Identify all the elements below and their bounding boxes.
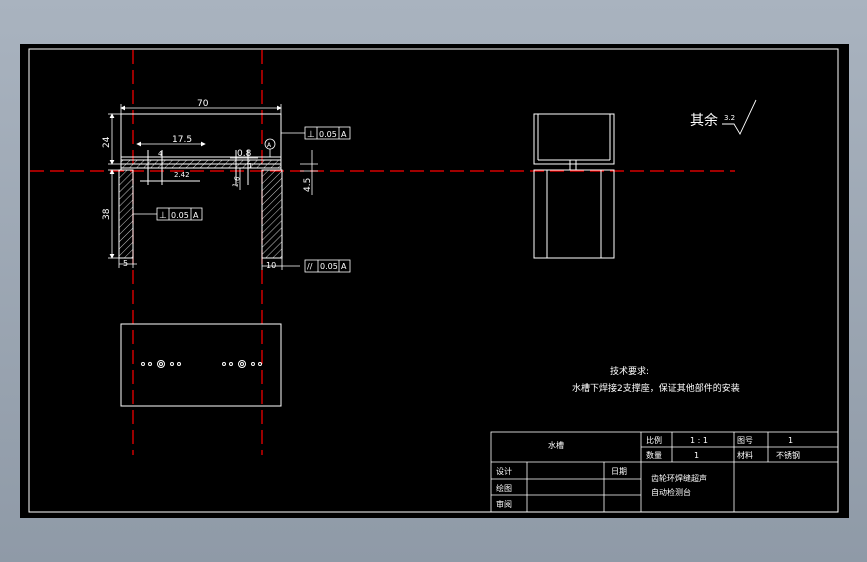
drawing-frame bbox=[28, 48, 839, 513]
top-view bbox=[120, 323, 282, 407]
tb-company-line1: 齿轮环焊缝超声 bbox=[651, 473, 707, 483]
tb-material-label: 材料 bbox=[737, 450, 753, 460]
svg-text:A: A bbox=[193, 211, 199, 220]
dim-1-6: 1.6 bbox=[231, 175, 242, 188]
svg-text:A: A bbox=[267, 142, 272, 149]
notes-line1: 水槽下焊接2支撑座，保证其他部件的安装 bbox=[572, 382, 740, 394]
bottom-plate-section bbox=[120, 159, 282, 169]
front-section-view bbox=[118, 113, 283, 259]
dim-2-42: 2.42 bbox=[174, 171, 190, 179]
tb-material-value: 不锈钢 bbox=[776, 450, 800, 460]
tb-scale-label: 比例 bbox=[646, 435, 662, 445]
tb-date-label: 日期 bbox=[611, 467, 627, 476]
title-block bbox=[490, 431, 839, 513]
svg-text:0.05: 0.05 bbox=[171, 211, 189, 220]
roughness-note: 其余 3.2 bbox=[690, 99, 757, 135]
side-view bbox=[533, 113, 615, 259]
svg-text:3.2: 3.2 bbox=[724, 114, 735, 122]
dim-4-5: 4.5 bbox=[303, 178, 313, 192]
tb-review-label: 审阅 bbox=[496, 499, 512, 509]
svg-text://: // bbox=[307, 262, 313, 271]
svg-text:⊥: ⊥ bbox=[307, 130, 315, 140]
tb-part-name: 水槽 bbox=[548, 440, 564, 450]
notes-title: 技术要求: bbox=[610, 365, 649, 377]
tb-company-line2: 自动检测台 bbox=[651, 487, 691, 497]
dim-17-5: 17.5 bbox=[172, 135, 192, 145]
technical-notes: 技术要求: 水槽下焊接2支撑座，保证其他部件的安装 bbox=[572, 365, 740, 394]
title-block-texts: 水槽 比例 1 : 1 图号 1 数量 1 材料 不锈钢 设计 绘图 审阅 日期… bbox=[496, 435, 800, 509]
left-wall-section bbox=[118, 169, 134, 259]
svg-text:⊥: ⊥ bbox=[159, 211, 167, 221]
tb-draw-label: 绘图 bbox=[496, 483, 512, 493]
svg-text:A: A bbox=[341, 262, 347, 271]
sheet-background bbox=[20, 44, 849, 518]
dim-width-70: 70 bbox=[197, 99, 209, 109]
tolerance-frame-left: ⊥ 0.05 A bbox=[133, 207, 203, 221]
dim-height-24: 24 bbox=[102, 136, 112, 148]
datum-marker: A bbox=[264, 138, 276, 157]
tb-design-label: 设计 bbox=[496, 466, 512, 476]
tb-drawing-no-value: 1 bbox=[788, 436, 793, 445]
svg-text:其余: 其余 bbox=[690, 112, 718, 129]
dim-4: 4 bbox=[158, 150, 163, 158]
svg-text:0.05: 0.05 bbox=[319, 130, 337, 139]
front-dimension-texts: 70 24 38 17.5 4 0.8 2.42 1.6 1 4.5 5 10 bbox=[102, 99, 313, 270]
dim-10: 10 bbox=[266, 261, 276, 270]
svg-text:0.05: 0.05 bbox=[320, 262, 338, 271]
right-wall-section bbox=[261, 169, 283, 259]
tb-drawing-no-label: 图号 bbox=[737, 436, 753, 445]
dim-height-38: 38 bbox=[102, 208, 112, 220]
svg-text:A: A bbox=[341, 130, 347, 139]
dim-0-8: 0.8 bbox=[237, 149, 252, 159]
dim-5: 5 bbox=[123, 259, 128, 268]
tb-qty-label: 数量 bbox=[646, 450, 662, 460]
front-dimensions bbox=[108, 104, 318, 270]
tb-scale-value: 1 : 1 bbox=[690, 436, 708, 445]
tolerance-frame-parallel: // 0.05 A bbox=[304, 259, 351, 273]
tolerance-frame-top: ⊥ 0.05 A bbox=[281, 126, 351, 140]
dim-1: 1 bbox=[248, 162, 252, 170]
tb-qty-value: 1 bbox=[694, 451, 699, 460]
